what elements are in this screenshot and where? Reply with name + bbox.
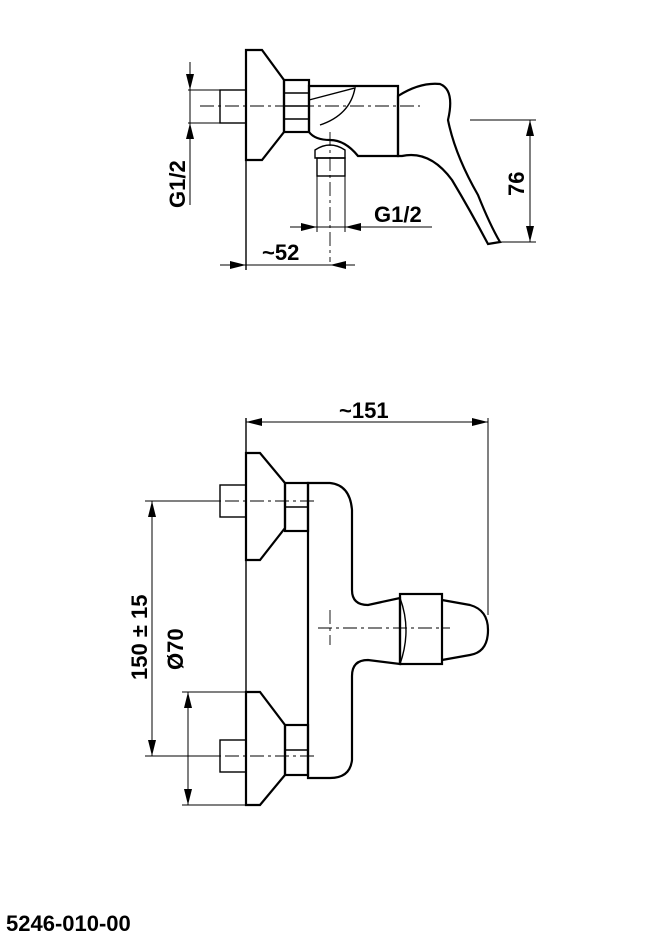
dim-diameter-70: Ø70	[163, 628, 188, 670]
lever-handle	[396, 82, 502, 246]
front-view: ~151 150 ± 15 Ø70	[127, 398, 490, 807]
side-view: G1/2 G1/2 ~52 76	[165, 48, 536, 270]
dim-150: 150 ± 15	[127, 595, 152, 680]
product-code: 5246-010-00	[6, 911, 131, 936]
upper-flange	[244, 451, 287, 562]
inlet-pipe	[219, 89, 247, 124]
outlet-collar	[314, 144, 346, 159]
cartridge-housing	[398, 592, 444, 666]
dim-52: ~52	[262, 240, 299, 265]
dim-g12-outlet: G1/2	[374, 202, 422, 227]
dim-g12-inlet: G1/2	[165, 160, 190, 208]
outlet-fitting	[316, 157, 346, 177]
lower-flange	[244, 690, 287, 807]
front-mixer-body	[306, 481, 402, 780]
front-lever	[441, 598, 490, 662]
wall-flange	[244, 48, 286, 162]
cartridge-curve	[399, 597, 407, 665]
body-contour	[308, 87, 356, 126]
dim-151: ~151	[339, 398, 389, 423]
dim-76: 76	[504, 172, 529, 196]
